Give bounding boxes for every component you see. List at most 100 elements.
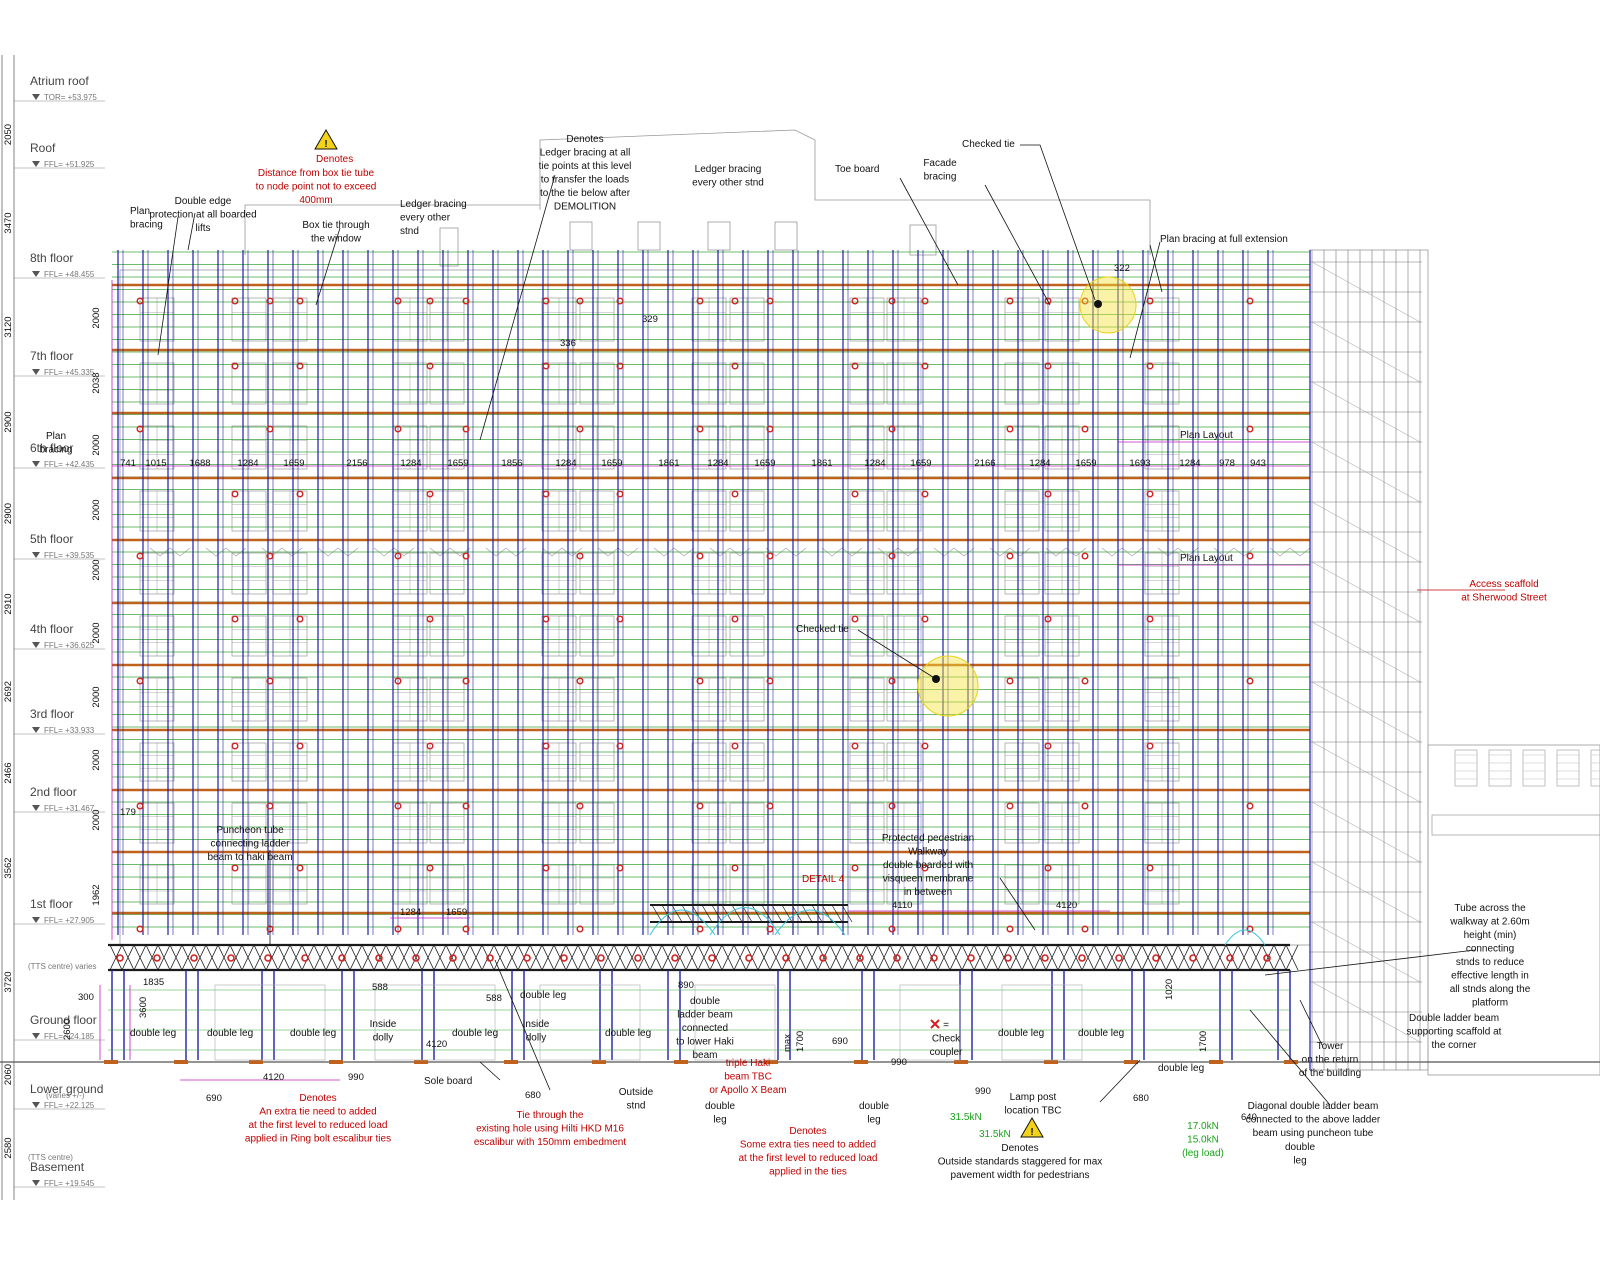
note-line: to lower Haki — [676, 1037, 734, 1048]
dim-990c: 990 — [975, 1086, 991, 1097]
dim-1659: 1659 — [446, 907, 467, 918]
bay-width: 1284 — [707, 458, 728, 469]
bay-width: 1659 — [1075, 458, 1096, 469]
bay-width: 1284 — [400, 458, 421, 469]
level-name: 1st floor — [30, 897, 73, 911]
checked-tie-circle-mid — [917, 655, 979, 717]
double-leg-label-4: double leg — [452, 1028, 498, 1039]
note-line: Walkway — [908, 847, 948, 858]
bay-width: 1856 — [501, 458, 522, 469]
note-line: double boarded with — [883, 860, 973, 871]
toe-board-label: Toe board — [835, 164, 879, 175]
note-line: the window — [311, 234, 362, 245]
bay-width: 1284 — [237, 458, 258, 469]
note-line: double — [705, 1101, 735, 1112]
double-ladder-label: Double ladder beam supporting scaffold at… — [1407, 1013, 1502, 1051]
note-line: escalibur with 150mm embedment — [474, 1137, 627, 1148]
checked-tie-mid-label: Checked tie — [796, 624, 849, 635]
dim-179: 179 — [120, 807, 136, 818]
level-name: Lower ground — [30, 1082, 103, 1096]
storey-height: 2692 — [3, 681, 14, 702]
storey-height: 2466 — [3, 762, 14, 783]
note-line: applied in Ring bolt escalibur ties — [245, 1134, 391, 1145]
load-31-5kn-2: 31.5kN — [979, 1129, 1011, 1140]
dim-1700b: 1700 — [1198, 1031, 1209, 1052]
warning-icon: ! — [1020, 1117, 1044, 1138]
dim-1020: 1020 — [1164, 979, 1175, 1000]
level-name: 8th floor — [30, 251, 73, 265]
dim-588b: 588 — [486, 993, 502, 1004]
scaffold-ties — [136, 297, 1254, 933]
level-name: 2nd floor — [30, 785, 77, 799]
check-coupler-icon — [930, 1019, 940, 1029]
level-ffl: FFL= +36.625 — [44, 641, 95, 650]
note-line: beam to haki beam — [207, 852, 292, 863]
dimension-lines — [99, 280, 1310, 1081]
dim-329: 329 — [642, 314, 658, 325]
leader-lines — [157, 144, 1505, 1106]
note-line: existing hole using Hilti HKD M16 — [476, 1124, 624, 1135]
dim-4120b: 4120 — [263, 1072, 284, 1083]
note-line: at the first level to reduced load — [739, 1153, 878, 1164]
note-line: DEMOLITION — [554, 202, 616, 213]
note-line: at Sherwood Street — [1461, 593, 1547, 604]
bay-width: 1659 — [601, 458, 622, 469]
note-line: stnds to reduce — [1456, 957, 1525, 968]
storey-height: 3562 — [3, 857, 14, 878]
note-line: effective length in — [1451, 971, 1529, 982]
sole-board-label: Sole board — [424, 1076, 472, 1087]
note-line: connecting ladder — [211, 839, 291, 850]
dim-2600: 2600 — [62, 1019, 73, 1040]
note-line: protection at all boarded — [149, 210, 256, 221]
bay-width: 741 — [120, 458, 136, 469]
note-line: Ledger bracing at all — [540, 148, 631, 159]
dim-4110: 4110 — [892, 900, 912, 911]
note-line: Inside — [370, 1019, 397, 1030]
note-line: stnd — [627, 1101, 646, 1112]
scaffold-ledgers — [112, 251, 1310, 928]
scaffold-standards — [117, 250, 1311, 1070]
note-line: Box tie through — [302, 220, 369, 231]
note-line: lifts — [196, 223, 211, 234]
note-line: all stnds along the — [1450, 984, 1531, 995]
storey-height: 2060 — [3, 1064, 14, 1085]
note-line: ladder beam — [677, 1010, 733, 1021]
note-line: stnd — [400, 226, 419, 237]
note-line: bracing — [40, 445, 73, 456]
dim-4120c: 4120 — [426, 1039, 447, 1050]
level-note-3: (TTS centre) — [28, 1153, 73, 1162]
storey-heights-column: 2050347031202900290029102692246635623720… — [3, 124, 14, 1159]
note-line: beam — [692, 1050, 717, 1061]
note-line: supporting scaffold at — [1407, 1027, 1502, 1038]
note-line: connected to the above ladder — [1246, 1115, 1381, 1126]
note-line: of the building — [1299, 1068, 1361, 1079]
bay-width: 978 — [1219, 458, 1235, 469]
level-name: Basement — [30, 1160, 85, 1174]
note-line: bracing — [130, 220, 163, 231]
lift-height: 2038 — [91, 372, 102, 393]
level-ffl: TOR= +53.975 — [44, 93, 97, 102]
plan-layout-label-1: Plan Layout — [1180, 430, 1233, 441]
lift-height: 2000 — [91, 686, 102, 707]
detail-4-label: DETAIL 4 — [802, 874, 845, 885]
level-ffl: FFL= +19.545 — [44, 1179, 95, 1188]
note-line: leg — [867, 1115, 880, 1126]
lift-height: 2000 — [91, 749, 102, 770]
note-line: Tower — [1317, 1041, 1344, 1052]
note-line: Double ladder beam — [1409, 1013, 1499, 1024]
note-line: Denotes — [789, 1126, 826, 1137]
bay-width: 1659 — [447, 458, 468, 469]
note-line: Lamp post — [1010, 1092, 1057, 1103]
level-name: 4th floor — [30, 622, 73, 636]
